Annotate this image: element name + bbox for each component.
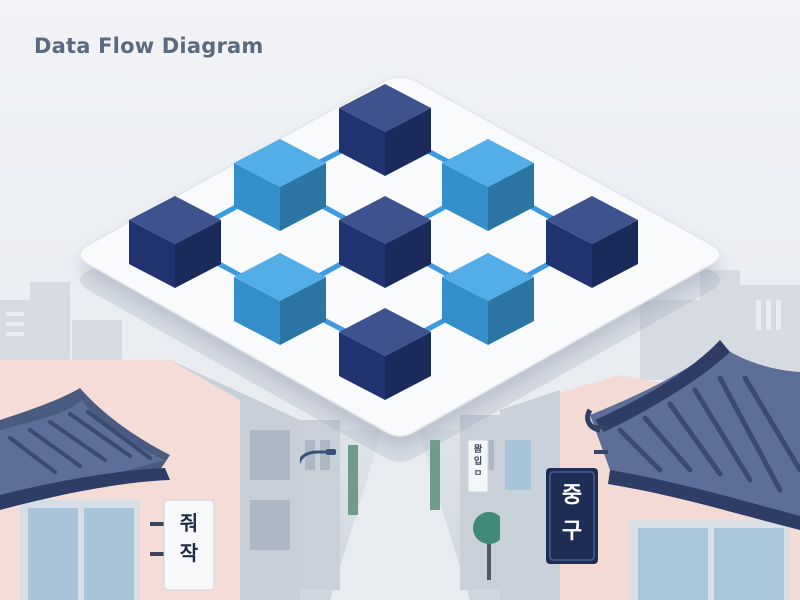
right-hanok-roof xyxy=(585,340,800,530)
node-top-right-face xyxy=(385,108,431,176)
node-top-top-face xyxy=(339,84,431,132)
node-bottom-right-face xyxy=(385,332,431,400)
node-top-left-face xyxy=(339,108,385,176)
node-upper-right-left-face xyxy=(442,163,488,231)
node-upper-left-top-face xyxy=(234,139,326,187)
node-left-left-face xyxy=(129,220,175,288)
node-left xyxy=(129,196,221,288)
diagram-nodes xyxy=(129,84,638,400)
skyline-windows xyxy=(6,300,781,336)
node-bottom-left-face xyxy=(339,332,385,400)
node-lower-left xyxy=(234,253,326,345)
node-lower-right-right-face xyxy=(488,277,534,345)
node-bottom xyxy=(339,308,431,400)
node-center-left-face xyxy=(339,220,385,288)
tree xyxy=(473,512,505,580)
node-right-left-face xyxy=(546,220,592,288)
node-lower-right-top-face xyxy=(442,253,534,301)
node-top xyxy=(339,84,431,176)
node-upper-left-right-face xyxy=(280,163,326,231)
node-upper-right-top-face xyxy=(442,139,534,187)
node-lower-left-top-face xyxy=(234,253,326,301)
node-upper-right xyxy=(442,139,534,231)
node-right-top-face xyxy=(546,196,638,244)
diagram-title: Data Flow Diagram xyxy=(34,34,264,58)
node-left-right-face xyxy=(175,220,221,288)
node-right-right-face xyxy=(592,220,638,288)
node-left-top-face xyxy=(129,196,221,244)
node-lower-right xyxy=(442,253,534,345)
left-hanok-roof xyxy=(0,388,170,510)
node-lower-left-right-face xyxy=(280,277,326,345)
node-right xyxy=(546,196,638,288)
node-lower-left-left-face xyxy=(234,277,280,345)
node-center xyxy=(339,196,431,288)
node-upper-left xyxy=(234,139,326,231)
node-center-right-face xyxy=(385,220,431,288)
node-upper-left-left-face xyxy=(234,163,280,231)
node-center-top-face xyxy=(339,196,431,244)
node-lower-right-left-face xyxy=(442,277,488,345)
node-bottom-top-face xyxy=(339,308,431,356)
node-upper-right-right-face xyxy=(488,163,534,231)
